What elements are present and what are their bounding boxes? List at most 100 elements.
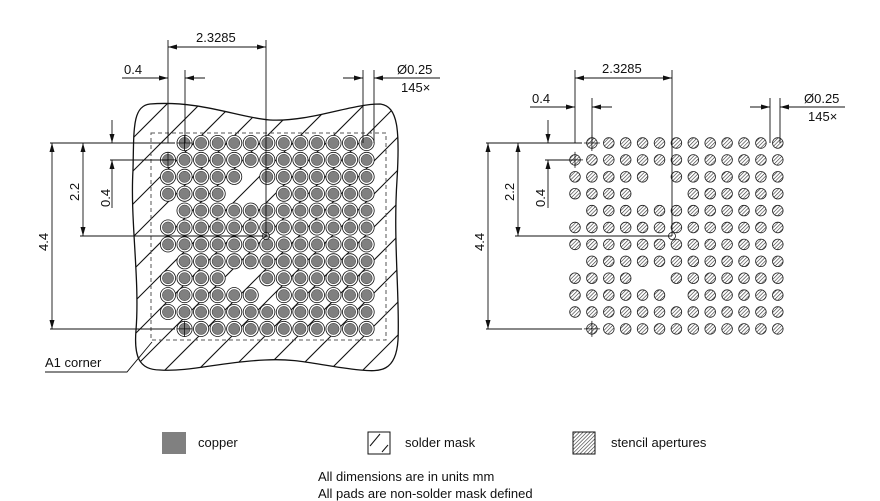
stencil-aperture [620,154,632,166]
stencil-aperture [653,154,666,166]
stencil-aperture [704,204,716,217]
copper-pad [325,202,342,219]
a1-corner-label: A1 corner [45,355,102,370]
copper-pad [259,236,276,253]
dim-center-y: 2.2 [502,183,517,201]
copper-pad [292,270,309,287]
copper-pad [275,151,292,168]
copper-pad [292,253,309,270]
stencil-aperture [569,238,581,251]
copper-pad [292,151,309,168]
stencil-aperture [670,221,683,234]
solder-mask-hatch [132,103,399,371]
copper-pad [242,151,259,168]
stencil-aperture [569,289,581,301]
copper-pad [292,202,309,219]
dim-pad-diameter: Ø0.25 [397,62,432,77]
stencil-aperture [721,272,733,284]
copper-pad [209,270,226,287]
copper-pad [358,151,375,168]
stencil-aperture [704,171,716,183]
copper-pad [193,202,210,219]
copper-pad [275,202,292,219]
copper-swatch [162,432,186,454]
stencil-aperture [704,187,716,200]
stencil-aperture [772,323,784,335]
stencil-aperture [620,272,632,284]
dim-height: 4.4 [36,233,51,251]
copper-pad [193,151,210,168]
copper-pad [358,202,375,219]
stencil-aperture [636,221,649,234]
copper-pad [358,270,375,287]
copper-pad [259,253,276,270]
stencil-aperture [687,272,700,284]
stencil-aperture [586,272,598,284]
stencil-aperture [687,204,700,217]
stencil-aperture [721,238,733,251]
stencil-aperture [603,154,615,166]
stencil-aperture [653,289,666,301]
stencil-aperture [738,238,750,251]
copper-pad [259,168,276,185]
copper-pad [209,253,226,270]
stencil-aperture [721,323,733,335]
legend-stencil-label: stencil apertures [611,435,707,450]
stencil-aperture [704,221,716,234]
copper-pad [325,134,342,151]
stencil-aperture [620,323,632,335]
copper-pad [342,253,359,270]
stencil-aperture [603,171,615,183]
copper-pad [242,303,259,320]
dim-pitch-x: 0.4 [124,62,142,77]
stencil-aperture [772,204,784,217]
stencil-aperture [772,171,784,183]
copper-pad [325,270,342,287]
stencil-aperture [704,323,716,335]
stencil-aperture [738,306,750,318]
copper-pad [193,303,210,320]
stencil-aperture [738,289,750,301]
copper-pad [209,320,226,337]
copper-pad [242,287,259,304]
copper-pad [325,151,342,168]
stencil-aperture [687,323,700,335]
dim-center-x: 2.3285 [196,30,236,45]
note-units: All dimensions are in units mm [318,469,495,484]
stencil-aperture [620,171,632,183]
stencil-aperture [586,204,598,217]
copper-pad [342,134,359,151]
copper-pads [159,134,375,337]
stencil-aperture [738,221,750,234]
stencil-aperture [603,289,615,301]
copper-pad [176,219,193,236]
copper-pad [259,270,276,287]
copper-pad [275,303,292,320]
copper-pad [226,303,243,320]
dim-pitch-y: 0.4 [533,189,548,207]
stencil-aperture [721,187,733,200]
stencil-aperture [603,323,615,335]
copper-pad [176,151,193,168]
copper-pad [176,185,193,202]
copper-pad [358,134,375,151]
stencil-aperture [586,255,598,267]
copper-pad [259,320,276,337]
stencil-aperture [755,238,767,251]
copper-pad [226,236,243,253]
stencil-aperture [687,171,700,183]
dimension-lines-left [45,40,440,373]
stencil-aperture [687,187,700,200]
copper-pad [259,134,276,151]
copper-pad [342,202,359,219]
stencil-aperture [603,306,615,318]
copper-pad [325,303,342,320]
stencil-aperture [603,137,615,149]
stencil-aperture [755,255,767,267]
stencil-aperture [687,255,700,267]
stencil-aperture [636,238,649,251]
copper-pad [342,287,359,304]
stencil-aperture [755,171,767,183]
copper-pad [209,134,226,151]
copper-pad [193,236,210,253]
